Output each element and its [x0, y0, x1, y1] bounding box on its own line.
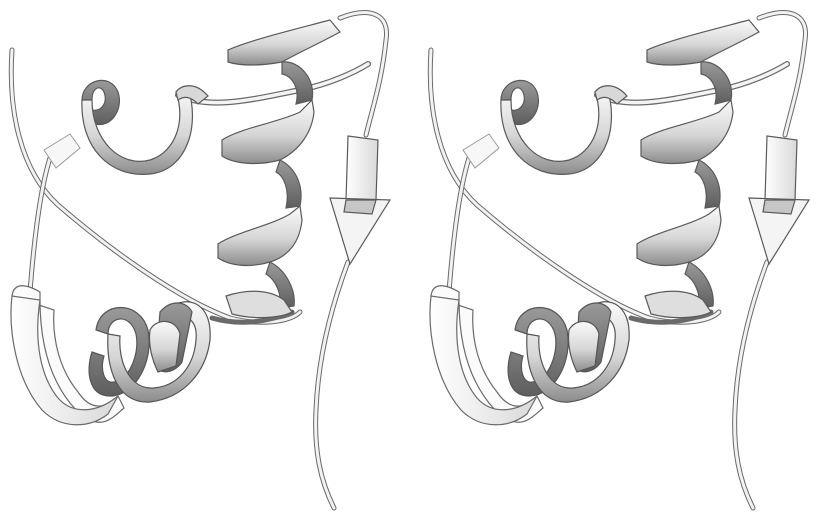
protein-ribbon-left-view	[0, 0, 413, 514]
protein-model-left	[11, 13, 390, 508]
ribbon-svg-left	[0, 0, 413, 514]
ribbon-svg-right	[413, 0, 826, 514]
protein-model-right	[430, 13, 809, 508]
protein-ribbon-right-view	[413, 0, 826, 514]
